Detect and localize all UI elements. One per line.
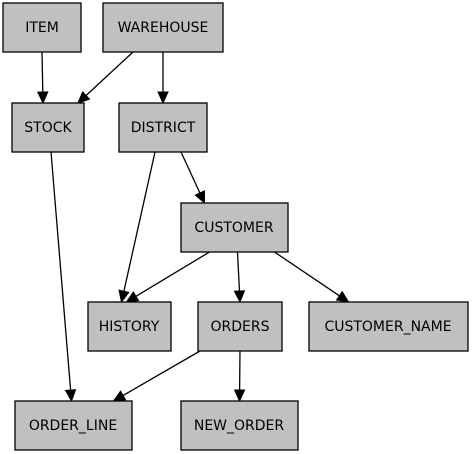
edge-line — [41, 51, 44, 93]
node-orders: ORDERS — [197, 301, 283, 352]
edge-stock-to-order-line — [50, 151, 77, 403]
edge-warehouse-to-district — [157, 52, 169, 105]
node-district-label: DISTRICT — [131, 120, 196, 136]
node-history: HISTORY — [87, 301, 172, 352]
node-customer-name: CUSTOMER_NAME — [308, 301, 469, 352]
edge-district-to-history — [118, 151, 156, 304]
edge-customer-to-history — [125, 251, 210, 303]
node-item-label: ITEM — [25, 20, 59, 36]
arrowhead — [77, 90, 91, 104]
edge-customer-to-orders — [233, 251, 246, 304]
node-district: DISTRICT — [118, 102, 208, 153]
edge-line — [135, 251, 210, 297]
node-order-line-label: ORDER_LINE — [29, 418, 117, 434]
node-warehouse: WAREHOUSE — [102, 2, 224, 53]
edge-item-to-stock — [36, 51, 49, 105]
node-order-line-box — [14, 400, 133, 451]
edge-line — [122, 350, 201, 397]
arrowhead — [118, 289, 130, 304]
node-warehouse-label: WAREHOUSE — [118, 20, 209, 36]
edge-customer-to-customer-name — [274, 251, 350, 303]
arrowhead — [194, 190, 206, 205]
node-district-box — [118, 102, 208, 153]
node-order-line: ORDER_LINE — [14, 400, 133, 451]
edge-warehouse-to-stock — [77, 51, 134, 104]
node-customer-name-box — [308, 301, 469, 352]
node-history-label: HISTORY — [99, 319, 160, 335]
edge-line — [274, 251, 340, 297]
node-stock: STOCK — [11, 102, 85, 153]
edge-district-to-customer — [180, 151, 206, 205]
edge-line — [50, 151, 72, 391]
edge-line — [123, 151, 156, 292]
node-customer-box — [180, 202, 289, 253]
edge-line — [180, 151, 201, 194]
arrowhead — [36, 91, 49, 105]
arrowhead — [157, 91, 169, 105]
node-customer: CUSTOMER — [180, 202, 289, 253]
arrowhead — [233, 290, 246, 304]
node-new-order-label: NEW_ORDER — [194, 418, 285, 434]
node-customer-name-label: CUSTOMER_NAME — [324, 319, 451, 335]
node-stock-box — [11, 102, 85, 153]
node-orders-box — [197, 301, 283, 352]
arrowhead — [112, 390, 127, 402]
node-customer-label: CUSTOMER — [194, 220, 273, 236]
node-history-box — [87, 301, 172, 352]
node-item-box — [2, 2, 82, 53]
edge-orders-to-new-order — [233, 350, 246, 403]
node-new-order-box — [180, 400, 299, 451]
arrowhead — [125, 291, 140, 303]
arrowhead — [233, 389, 246, 403]
edge-line — [236, 251, 241, 292]
nodes-layer: ITEM WAREHOUSE STOCK DISTRICT CUSTOMER H… — [2, 2, 469, 451]
node-orders-label: ORDERS — [211, 319, 270, 335]
node-item: ITEM — [2, 2, 82, 53]
edge-line — [85, 51, 134, 96]
edge-orders-to-order-line — [112, 350, 201, 402]
node-warehouse-box — [102, 2, 224, 53]
arrowhead — [335, 290, 350, 303]
node-new-order: NEW_ORDER — [180, 400, 299, 451]
node-stock-label: STOCK — [24, 120, 72, 136]
edges-layer — [36, 51, 350, 403]
arrowhead — [64, 389, 77, 403]
